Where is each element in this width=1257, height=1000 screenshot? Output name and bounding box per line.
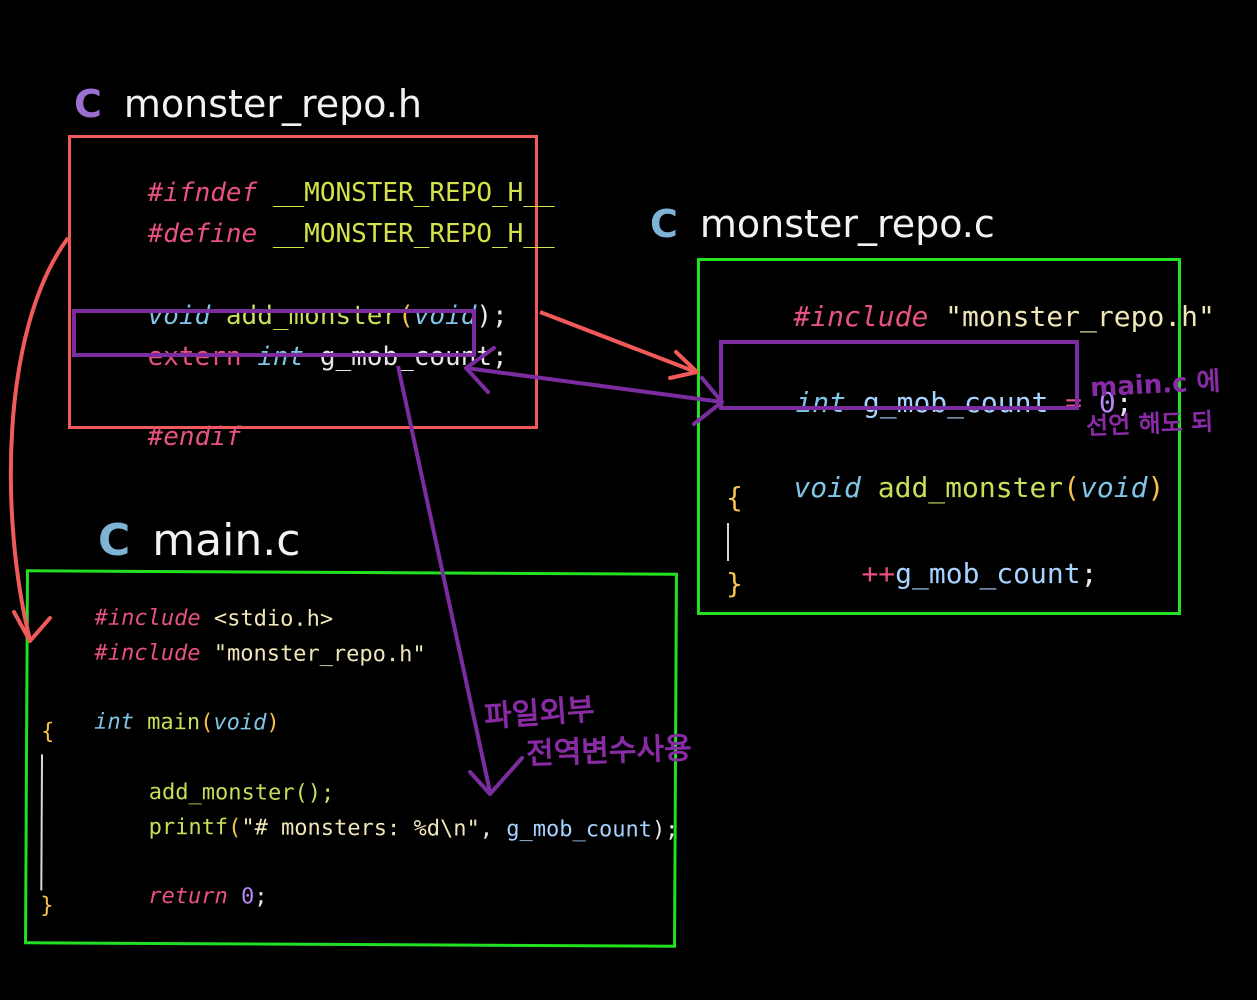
function-name: add_monster xyxy=(877,471,1064,504)
usage-arrow xyxy=(396,365,492,793)
type-keyword: void xyxy=(1080,471,1148,504)
include-arrow-to-repo xyxy=(539,310,697,374)
definition-highlight-box xyxy=(719,340,1079,410)
brace-close: } xyxy=(726,567,743,600)
type-keyword: void xyxy=(413,301,477,331)
preprocessor-keyword: #define xyxy=(147,219,258,249)
paren-semicolon: ); xyxy=(476,301,508,331)
code-line-increment: ++g_mob_count; xyxy=(794,524,1097,623)
brace-open: { xyxy=(726,481,743,514)
paren: ( xyxy=(1063,471,1081,504)
code-line-endif: #endif xyxy=(85,392,242,482)
c-language-icon: C xyxy=(74,82,102,126)
macro-name: __MONSTER_REPO_H__ xyxy=(272,219,555,249)
link-arrow-extern-definition xyxy=(465,366,723,404)
usage-arrowhead xyxy=(468,756,524,796)
repo-file-name: monster_repo.c xyxy=(699,202,995,246)
header-file-title: C monster_repo.h xyxy=(74,82,422,126)
preprocessor-keyword: #endif xyxy=(147,422,242,452)
macro-name: __MONSTER_REPO_H__ xyxy=(272,178,555,208)
extern-highlight-box xyxy=(72,309,476,357)
repo-file-title: C monster_repo.c xyxy=(650,202,995,246)
preprocessor-keyword: #include xyxy=(793,300,929,333)
variable-name: g_mob_count xyxy=(895,557,1081,590)
number-literal: 0 xyxy=(1098,386,1116,419)
link-arrowhead-left xyxy=(464,346,496,394)
increment-operator: ++ xyxy=(861,557,896,590)
include-arrowhead-main xyxy=(12,610,52,643)
type-keyword: int xyxy=(795,386,847,419)
code-line-ifndef: #ifndef __MONSTER_REPO_H__ xyxy=(85,148,555,238)
header-file-panel: #ifndef __MONSTER_REPO_H__ #define __MON… xyxy=(68,135,555,452)
include-arrowhead-repo xyxy=(668,350,699,380)
code-line-define: #define __MONSTER_REPO_H__ xyxy=(85,189,555,279)
paren: ) xyxy=(1147,471,1165,504)
code-line-prototype: void add_monster(void); xyxy=(85,271,508,361)
indent-guide xyxy=(727,523,729,561)
header-file-name: monster_repo.h xyxy=(123,82,422,126)
type-keyword: void xyxy=(147,301,211,331)
type-keyword: void xyxy=(793,471,861,504)
semicolon: ; xyxy=(1115,386,1133,419)
link-arrowhead-right xyxy=(692,376,724,426)
paren: ( xyxy=(398,301,414,331)
main-file-name: main.c xyxy=(152,515,301,566)
semicolon: ; xyxy=(492,342,508,372)
main-file-title: C main.c xyxy=(98,515,300,566)
repo-file-panel: #include "monster_repo.h" int g_mob_coun… xyxy=(697,258,1215,615)
c-language-icon: C xyxy=(650,202,678,246)
code-line-include: #include "monster_repo.h" xyxy=(726,267,1215,366)
include-arrow-to-main xyxy=(8,236,70,641)
code-line-fn-def: void add_monster(void) xyxy=(726,438,1164,537)
code-line-global-def: int g_mob_count = 0; xyxy=(728,353,1133,452)
c-language-icon: C xyxy=(98,515,131,566)
variable-name: g_mob_count xyxy=(862,386,1049,419)
declared-note-line1: main.c 에 xyxy=(1089,366,1222,404)
semicolon: ; xyxy=(1080,557,1098,590)
declared-note-line2: 선언 해도 되 xyxy=(1085,407,1214,441)
include-string: "monster_repo.h" xyxy=(945,300,1215,333)
function-name: add_monster xyxy=(225,301,399,331)
preprocessor-keyword: #ifndef xyxy=(147,178,258,208)
extern-note-line2: 전역변수사용 xyxy=(525,731,693,772)
